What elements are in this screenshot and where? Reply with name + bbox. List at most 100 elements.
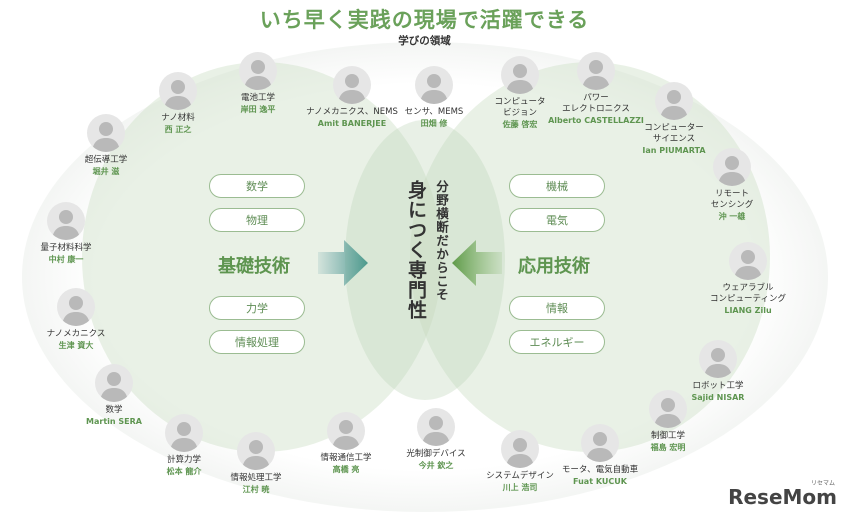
person-role: 数学: [105, 405, 123, 415]
avatar: [165, 414, 203, 452]
person-role: パワー エレクトロニクス: [562, 93, 630, 114]
avatar: [417, 408, 455, 446]
avatar: [581, 424, 619, 462]
avatar: [57, 288, 95, 326]
person-role: ナノメカニクス: [46, 329, 106, 339]
avatar: [501, 430, 539, 468]
person-role: リモート センシング: [710, 189, 754, 210]
person-role: 電池工学: [240, 93, 275, 103]
left-venn-circle: [82, 62, 442, 452]
person-name: Ian PIUMARTA: [642, 146, 706, 155]
person-card: 数学 Martin SERA: [54, 364, 174, 427]
avatar: [699, 340, 737, 378]
resemom-logo: ReseMom: [728, 485, 837, 509]
person-role: 制御工学: [650, 431, 685, 441]
person-name: 川上 浩司: [502, 483, 538, 492]
person-name: 岸田 逸平: [240, 105, 276, 114]
avatar: [47, 202, 85, 240]
avatar: [649, 390, 687, 428]
avatar: [501, 56, 539, 94]
avatar: [333, 66, 371, 104]
person-name: 高橋 亮: [332, 465, 360, 474]
person-role: 量子材料科学: [40, 243, 92, 253]
person-card: コンピューター サイエンス Ian PIUMARTA: [614, 82, 734, 156]
center-message: 分野横断だからこそ 身につく専門性: [372, 180, 482, 345]
right-pill: エネルギー: [509, 330, 605, 354]
person-name: 沖 一雄: [718, 212, 746, 221]
person-card: センサ、MEMS 田畑 修: [374, 66, 494, 129]
person-card: 計算力学松本 龍介: [124, 414, 244, 477]
person-name: 生津 資大: [58, 341, 94, 350]
person-name: 田畑 修: [420, 119, 448, 128]
person-name: 中村 康一: [48, 255, 84, 264]
person-card: ロボット工学 Sajid NISAR: [658, 340, 778, 403]
person-card: 光制御デバイス今井 欽之: [376, 408, 496, 471]
avatar: [239, 52, 277, 90]
person-card: リモート センシング沖 一雄: [672, 148, 792, 222]
person-role: コンピュータ ビジョン: [494, 97, 546, 118]
person-role: 計算力学: [166, 455, 201, 465]
person-card: ナノメカニクス生津 資大: [16, 288, 136, 351]
person-role: 超伝導工学: [84, 155, 128, 165]
person-card: パワー エレクトロニクス Alberto CASTELLAZZI: [536, 52, 656, 126]
left-pill: 物理: [209, 208, 305, 232]
person-card: 情報通信工学高橋 亮: [286, 412, 406, 475]
person-name: 西 正之: [164, 125, 192, 134]
left-section-label: 基礎技術: [218, 256, 290, 277]
person-name: 松本 龍介: [166, 467, 202, 476]
left-pill: 力学: [209, 296, 305, 320]
person-role: ナノ材料: [161, 113, 195, 123]
person-card: 量子材料科学中村 康一: [6, 202, 126, 265]
person-name: Sajid NISAR: [691, 393, 745, 402]
left-pill: 数学: [209, 174, 305, 198]
right-section-label: 応用技術: [518, 256, 590, 277]
person-name: Alberto CASTELLAZZI: [548, 116, 644, 125]
person-name: Fuat KUCUK: [573, 477, 627, 486]
person-role: 情報通信工学: [320, 453, 372, 463]
avatar: [327, 412, 365, 450]
avatar: [159, 72, 197, 110]
person-role: 光制御デバイス: [406, 449, 466, 459]
person-card: コンピュータ ビジョン佐藤 啓宏: [460, 56, 580, 130]
person-role: ウェアラブル コンピューティング: [710, 283, 786, 304]
avatar: [95, 364, 133, 402]
left-arrow-icon: [452, 240, 502, 286]
logo-subtext: リセマム: [810, 480, 835, 487]
right-pill: 電気: [509, 208, 605, 232]
person-card: ナノメカニクス、NEMS Amit BANERJEE: [292, 66, 412, 129]
right-pill: 情報: [509, 296, 605, 320]
person-role: センサ、MEMS: [404, 107, 464, 117]
person-card: 電池工学岸田 逸平: [198, 52, 318, 115]
person-name: Martin SERA: [86, 417, 142, 426]
person-name: LIANG Zilu: [724, 306, 772, 315]
person-name: 江村 暁: [242, 485, 270, 494]
person-card: ウェアラブル コンピューティング LIANG Zilu: [688, 242, 808, 316]
page-subtitle: 学びの領域: [398, 35, 451, 47]
avatar: [237, 432, 275, 470]
avatar: [87, 114, 125, 152]
person-card: 超伝導工学堀井 滋: [46, 114, 166, 177]
center-line-2: 身につく専門性: [405, 180, 427, 320]
person-name: 福島 宏明: [650, 443, 686, 452]
right-arrow-icon: [318, 240, 368, 286]
person-name: Amit BANERJEE: [317, 119, 387, 128]
person-name: 佐藤 啓宏: [502, 120, 538, 129]
person-role: コンピューター サイエンス: [644, 123, 704, 144]
person-card: ナノ材料西 正之: [118, 72, 238, 135]
person-role: 情報処理工学: [230, 473, 282, 483]
person-role: ナノメカニクス、NEMS: [306, 107, 398, 117]
person-card: 制御工学福島 宏明: [608, 390, 728, 453]
person-name: 堀井 滋: [92, 167, 120, 176]
avatar: [655, 82, 693, 120]
center-line-1: 分野横断だからこそ: [434, 180, 449, 302]
person-name: 今井 欽之: [418, 461, 454, 470]
person-role: ロボット工学: [692, 381, 744, 391]
page-title: いち早く実践の現場で活躍できる: [259, 8, 590, 32]
person-card: 情報処理工学江村 暁: [196, 432, 316, 495]
avatar: [729, 242, 767, 280]
person-role: システムデザイン: [486, 471, 554, 481]
avatar: [713, 148, 751, 186]
person-card: システムデザイン川上 浩司: [460, 430, 580, 493]
left-pill: 情報処理: [209, 330, 305, 354]
